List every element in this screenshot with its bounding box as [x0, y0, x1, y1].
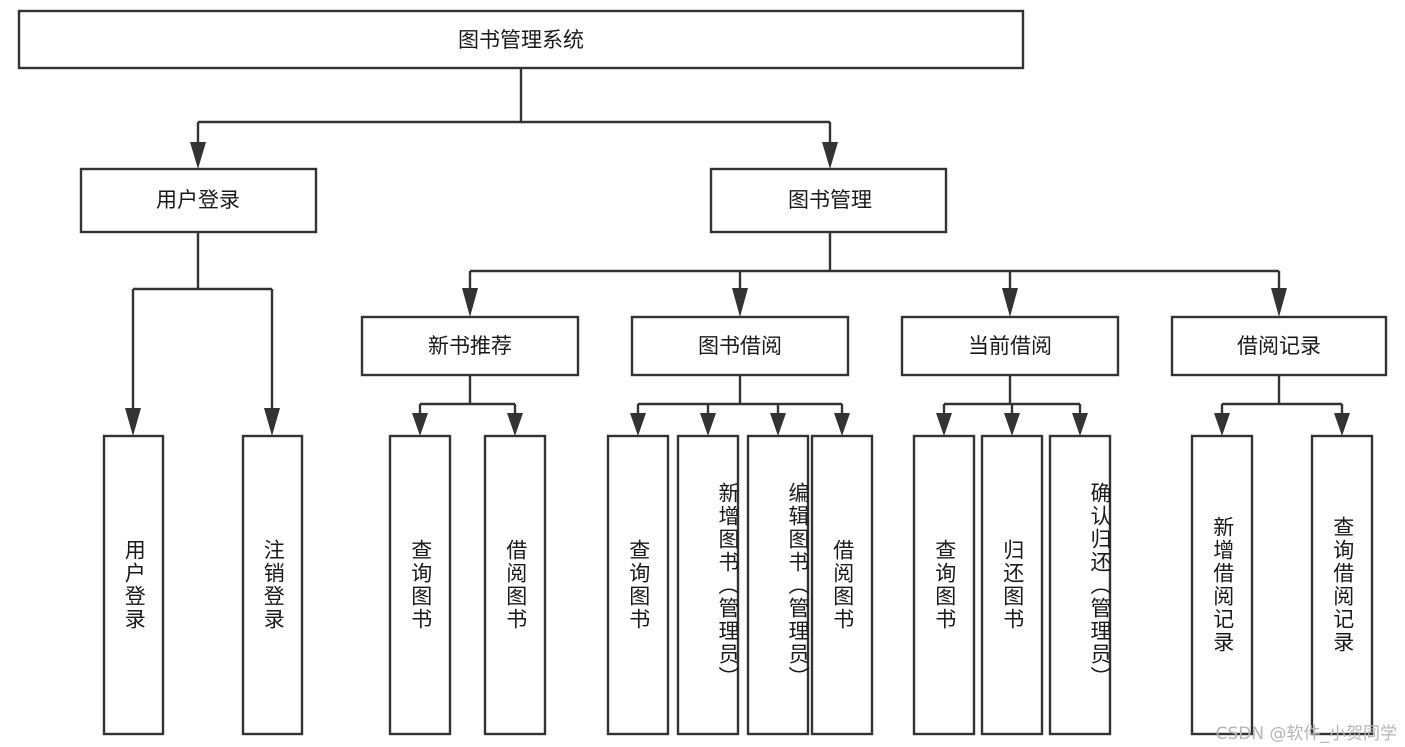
leaf-edit-book-admin-box[interactable]: [746, 434, 810, 736]
node-current-borrow-label: 当前借阅: [968, 334, 1052, 358]
node-book-borrow-box[interactable]: [630, 315, 850, 377]
leaf-return-book-box[interactable]: [980, 434, 1044, 736]
arrow-head-icon: [630, 413, 646, 436]
arrow-head-icon: [125, 408, 141, 436]
leaf-query-borrow-record-box[interactable]: [1310, 434, 1374, 736]
node-book-borrow-label: 图书借阅: [698, 334, 782, 358]
root-node[interactable]: 图书管理系统: [17, 9, 1025, 70]
arrow-head-icon: [1004, 413, 1020, 436]
arrow-head-icon: [462, 288, 478, 317]
arrow-head-icon: [834, 413, 850, 436]
node-borrow-record-box[interactable]: [1170, 315, 1388, 377]
arrow-head-icon: [507, 413, 523, 436]
node-current-borrow[interactable]: 当前借阅: [900, 315, 1120, 377]
root-node-label: 图书管理系统: [458, 28, 584, 52]
node-current-borrow-box[interactable]: [900, 315, 1120, 377]
node-new-book-recommend[interactable]: 新书推荐: [360, 315, 580, 377]
connector-borrowrecord-to-leaves: [1214, 375, 1350, 436]
node-new-book-recommend-box[interactable]: [360, 315, 580, 377]
leaf-add-borrow-record-box[interactable]: [1190, 434, 1254, 736]
arrow-head-icon: [412, 413, 428, 436]
connector-userlogin-to-leaves: [125, 232, 280, 436]
leaf-confirm-return-admin-box[interactable]: [1048, 434, 1112, 736]
node-book-borrow[interactable]: 图书借阅: [630, 315, 850, 377]
connector-currentborrow-to-leaves: [936, 375, 1088, 436]
node-book-management-label: 图书管理: [788, 188, 872, 212]
arrow-head-icon: [1072, 413, 1088, 436]
leaf-borrow-book-recommend-box[interactable]: [483, 434, 547, 736]
arrow-head-icon: [700, 413, 716, 436]
leaf-user-login-box[interactable]: [102, 434, 165, 736]
leaf-query-book-borrow-box[interactable]: [606, 434, 670, 736]
connector-root-to-level2: [190, 68, 838, 169]
arrow-head-icon: [1334, 413, 1350, 436]
connector-newbook-to-leaves: [412, 375, 523, 436]
arrow-head-icon: [1002, 288, 1018, 317]
root-node-box[interactable]: [17, 9, 1025, 70]
arrow-head-icon: [936, 413, 952, 436]
leaf-logout-box[interactable]: [241, 434, 304, 736]
arrow-head-icon: [1214, 413, 1230, 436]
arrow-head-icon: [1271, 288, 1287, 317]
node-new-book-recommend-label: 新书推荐: [428, 334, 512, 358]
node-book-management-box[interactable]: [709, 167, 948, 234]
leaf-query-book-recommend-box[interactable]: [388, 434, 452, 736]
arrow-head-icon: [770, 413, 786, 436]
node-borrow-record[interactable]: 借阅记录: [1170, 315, 1388, 377]
node-user-login-label: 用户登录: [156, 188, 240, 212]
leaf-add-book-admin-box[interactable]: [676, 434, 740, 736]
leaf-borrow-book-box[interactable]: [810, 434, 874, 736]
node-borrow-record-label: 借阅记录: [1237, 334, 1321, 358]
node-user-login[interactable]: 用户登录: [79, 167, 318, 234]
node-book-management[interactable]: 图书管理: [709, 167, 948, 234]
arrow-head-icon: [264, 408, 280, 436]
connector-bookmgmt-to-level3: [462, 232, 1287, 317]
connector-bookborrow-to-leaves: [630, 375, 850, 436]
arrow-head-icon: [822, 142, 838, 169]
arrow-head-icon: [190, 142, 206, 169]
leaf-query-book-current-box[interactable]: [912, 434, 976, 736]
arrow-head-icon: [732, 288, 748, 317]
node-user-login-box[interactable]: [79, 167, 318, 234]
